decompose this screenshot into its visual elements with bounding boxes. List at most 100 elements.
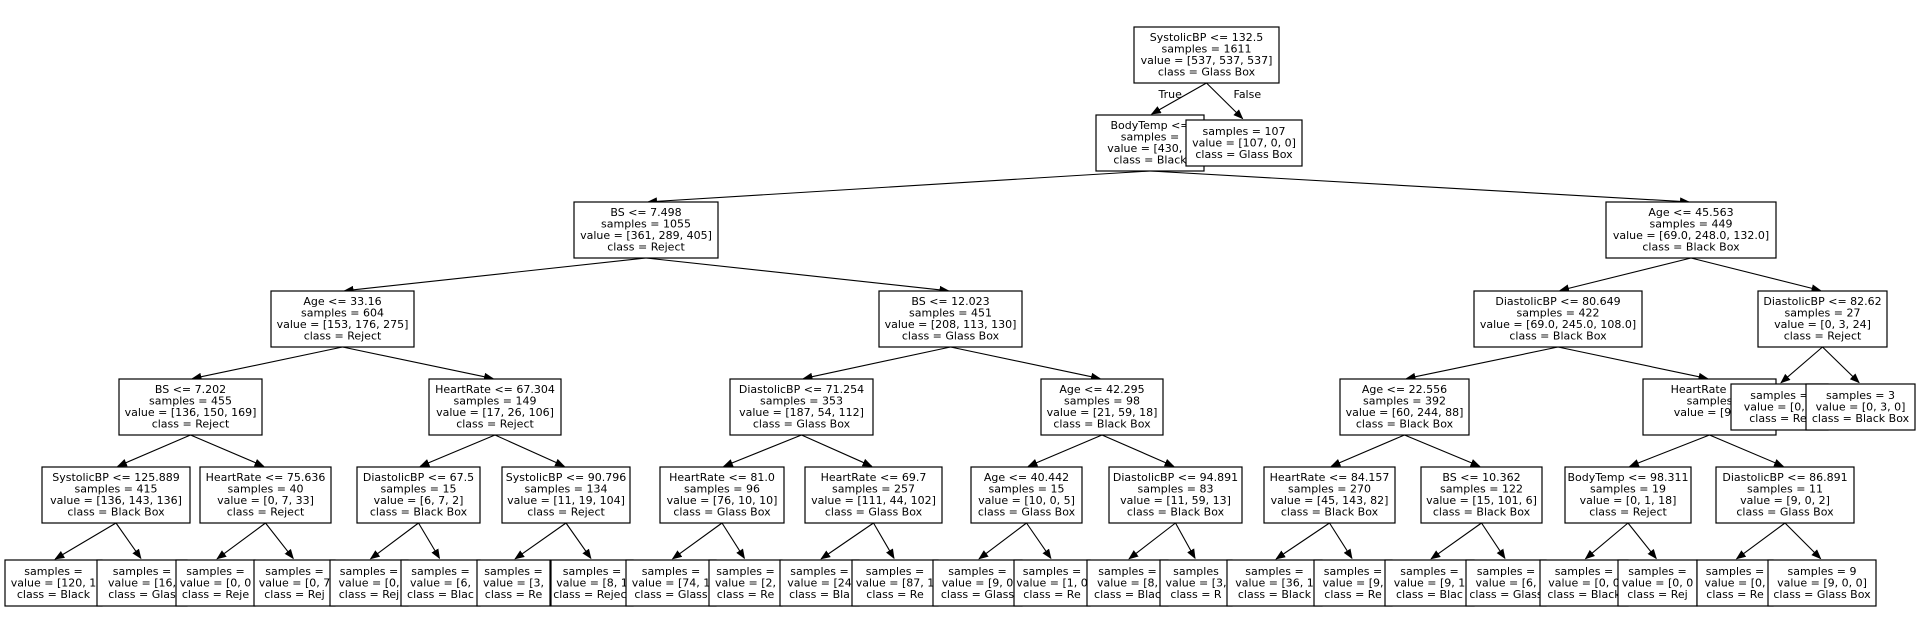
edge-n21-n38 — [721, 522, 745, 560]
node-text-line: value = [136, 143, 136] — [50, 494, 182, 507]
edge-n4-n7 — [1558, 257, 1692, 293]
node-box — [625, 559, 717, 607]
edge-n9-n18 — [190, 434, 265, 467]
node-text-line: value = [6, — [410, 576, 471, 589]
node-text-line: value = [9, 1 — [1674, 406, 1746, 419]
node-text-line: value = [9, — [1322, 576, 1383, 589]
edge-n17-n30 — [115, 522, 142, 560]
node-text-line: class = Reject — [527, 506, 605, 519]
node-text-line: value = [11, 59, 13] — [1120, 494, 1231, 507]
node-text-line: samples = 353 — [760, 395, 843, 408]
node-text-line: samples = 134 — [525, 483, 608, 496]
node-box — [96, 559, 188, 607]
node-text-line: BS <= 7.202 — [155, 383, 226, 396]
node-text-line: samples = — [1628, 565, 1686, 578]
node-box — [175, 559, 256, 607]
node-text-line: samples = — [1098, 565, 1156, 578]
edge-n18-n31 — [216, 522, 266, 560]
node-text-line: samples = — [642, 565, 700, 578]
node-text-line: HeartRate <= 84.157 — [1270, 471, 1390, 484]
node-text-line: samples = 422 — [1517, 307, 1600, 320]
node-box — [932, 559, 1023, 607]
node-text-line: samples = — [186, 565, 244, 578]
node-text-line: value = [87, 1 — [856, 576, 935, 589]
node-text-line: value = [1, 0 — [1016, 576, 1088, 589]
node-box — [428, 378, 562, 436]
node-text-line: value = [0, 0 — [1622, 576, 1694, 589]
node-text-line: samples = — [1400, 565, 1458, 578]
edge-n26-n47 — [1430, 522, 1482, 560]
edge-n19-n33 — [369, 522, 419, 560]
node-box — [804, 466, 943, 524]
node-box — [1767, 559, 1877, 607]
node-text-line: value = [76, 10, 10] — [667, 494, 778, 507]
node-box — [1420, 466, 1543, 524]
node-text-line: samples = 27 — [1785, 307, 1861, 320]
node-text-line: class = Glass — [941, 588, 1015, 601]
node-box — [659, 466, 785, 524]
node-text-line: samples = 98 — [1064, 395, 1140, 408]
edge-n24-n43 — [1128, 522, 1176, 560]
edge-n6-n11 — [802, 346, 951, 381]
node-text-line: class = Reje — [182, 588, 249, 601]
node-text-line: DiastolicBP <= 82.62 — [1763, 295, 1881, 308]
node-box — [1013, 559, 1091, 607]
node-text-line: samples = 40 — [228, 483, 304, 496]
node-box — [1564, 466, 1692, 524]
node-text-line: value = [208, 113, 130] — [885, 318, 1017, 331]
node-text-line: class = Black Box — [67, 506, 165, 519]
node-text-line: SystolicBP <= 125.889 — [52, 471, 180, 484]
node-text-line: value = [0, — [338, 576, 399, 589]
node-text-line: class = Blac — [1396, 588, 1463, 601]
node-box — [1226, 559, 1323, 607]
node-text-line: value = [0, 0 — [1548, 576, 1620, 589]
node-text-line: samples = — [1023, 565, 1081, 578]
node-box — [1605, 201, 1777, 259]
edge-n7-n13 — [1405, 346, 1559, 381]
node-box — [1473, 290, 1643, 348]
node-text-line: class = Glass — [1469, 588, 1543, 601]
node-text-line: samples = — [948, 565, 1006, 578]
node-text-line: HeartRate <= 81.0 — [669, 471, 775, 484]
edge-n17-n29 — [54, 522, 117, 560]
node-text-line: class = Glas — [108, 588, 176, 601]
node-text-line: value = [3, — [1165, 576, 1226, 589]
node-text-line: class = Reject — [1589, 506, 1667, 519]
tree-node-n35: samples =value = [3,class = Re — [476, 559, 551, 607]
edge-n10-n20 — [494, 434, 566, 467]
node-text-line: class = Black Box — [1127, 506, 1225, 519]
tree-node-n51: samples =value = [0,class = Re — [1696, 559, 1774, 607]
node-text-line: class = Black Box — [1281, 506, 1379, 519]
edge-n5-n9 — [191, 346, 343, 381]
node-text-line: value = [0, 3, 24] — [1774, 318, 1871, 331]
edge-label-false: False — [1234, 88, 1262, 101]
node-text-line: Age <= 33.16 — [303, 295, 381, 308]
node-text-line: class = Re — [485, 588, 543, 601]
node-text-line: class = Glass Box — [1195, 148, 1293, 161]
node-text-line: samples = 3 — [1826, 389, 1895, 402]
node-text-line: class = Black Box — [1812, 412, 1910, 425]
node-box — [356, 466, 481, 524]
node-text-line: value = [361, 289, 405] — [580, 229, 712, 242]
node-text-line: class = Black Box — [370, 506, 468, 519]
node-box — [1339, 378, 1470, 436]
edge-n25-n46 — [1329, 522, 1353, 560]
node-text-line: samples = — [411, 565, 469, 578]
node-text-line: class = Reject — [304, 330, 382, 343]
node-text-line: samples = 270 — [1288, 483, 1371, 496]
node-text-line: value = [187, 54, 112] — [739, 406, 864, 419]
edge-n24-n44 — [1175, 522, 1196, 560]
node-text-line: samples = 257 — [832, 483, 915, 496]
node-text-line: class = Glass Box — [825, 506, 923, 519]
node-box — [708, 559, 783, 607]
edge-n12-n24 — [1101, 434, 1175, 467]
